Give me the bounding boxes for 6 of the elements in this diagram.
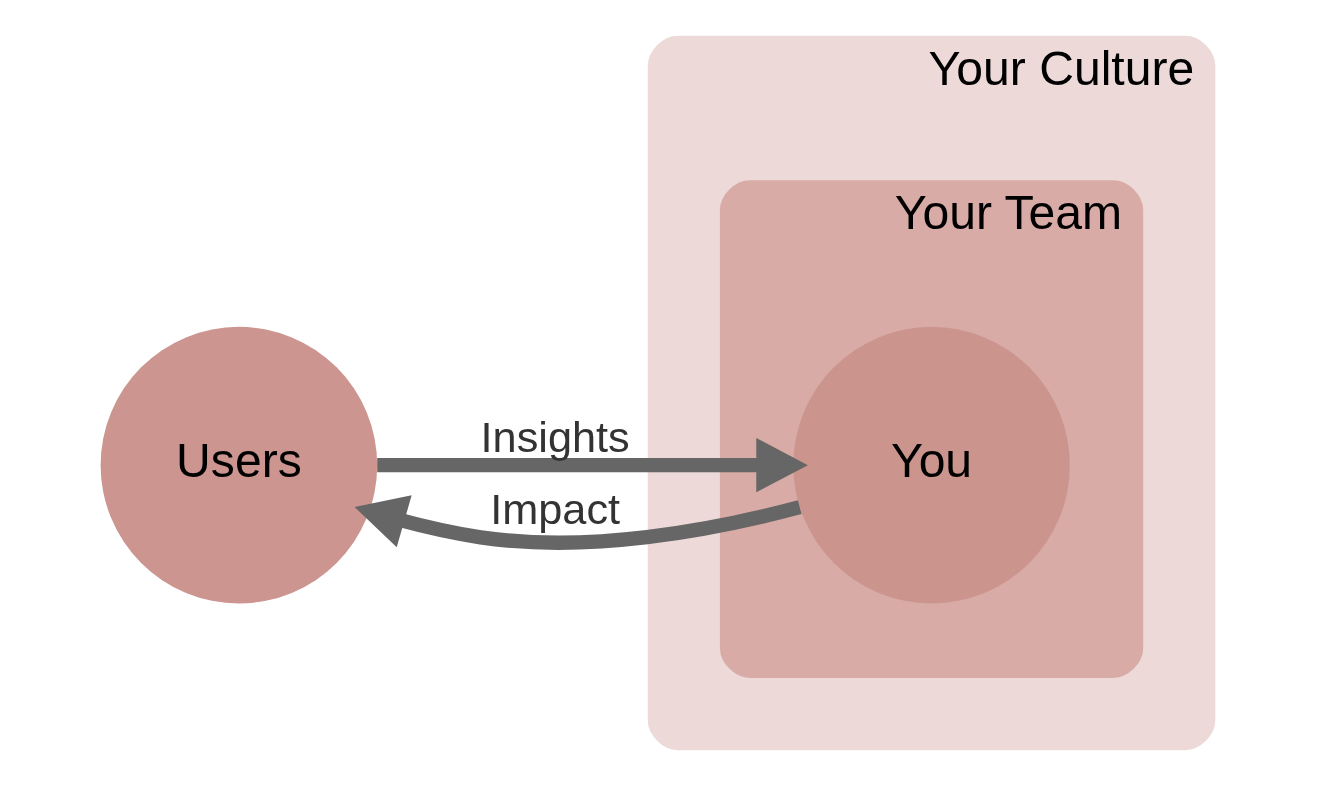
arrow <box>354 495 802 550</box>
edge-label: Impact <box>490 484 621 533</box>
node-circle: You <box>793 326 1070 604</box>
edge-label: Insights <box>480 412 630 461</box>
node-circle: Users <box>100 326 378 604</box>
arrow <box>377 438 808 493</box>
